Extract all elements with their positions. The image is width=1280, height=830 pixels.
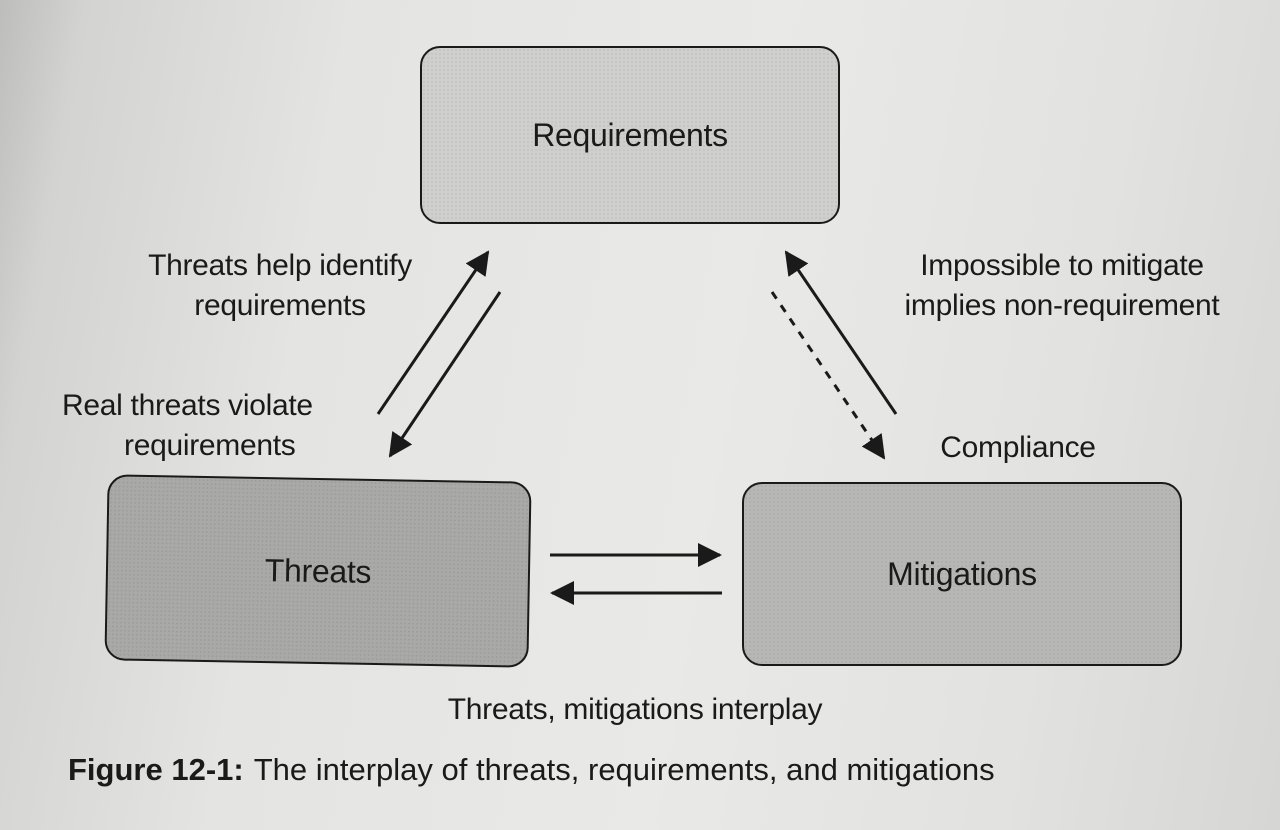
mitigations-node: Mitigations <box>742 482 1182 666</box>
figure-caption: Figure 12-1: The interplay of threats, re… <box>68 752 995 788</box>
requirements-label: Requirements <box>532 116 728 153</box>
requirements-node: Requirements <box>420 46 840 224</box>
mitigations-label: Mitigations <box>887 555 1037 592</box>
arrow-mitigations-to-requirements <box>784 250 898 415</box>
real-threats-violate-line-2: requirements <box>124 429 296 462</box>
figure-caption-text: The interplay of threats, requirements, … <box>253 752 995 787</box>
threats-node: Threats <box>104 474 532 668</box>
threats-help-identify-label: Threats help identify requirements <box>120 246 440 326</box>
threats-help-identify-line-2: requirements <box>194 289 366 322</box>
arrow-requirements-to-threats <box>388 291 502 458</box>
impossible-to-mitigate-line-2: implies non-requirement <box>904 289 1220 322</box>
threats-label: Threats <box>264 551 372 590</box>
interplay-label: Threats, mitigations interplay <box>447 693 823 726</box>
arrow-requirements-to-mitigations-dashed <box>770 291 886 460</box>
compliance-label: Compliance <box>940 431 1096 464</box>
real-threats-violate-label: Real threats violate requirements <box>62 386 346 466</box>
figure-number: Figure 12-1: <box>68 752 244 787</box>
impossible-to-mitigate-label: Impossible to mitigate implies non-requi… <box>868 246 1256 326</box>
threats-help-identify-line-1: Threats help identify <box>148 249 412 282</box>
impossible-to-mitigate-line-1: Impossible to mitigate <box>920 249 1204 282</box>
real-threats-violate-line-1: Real threats violate <box>62 389 313 422</box>
arrow-threats-to-requirements <box>376 250 490 415</box>
